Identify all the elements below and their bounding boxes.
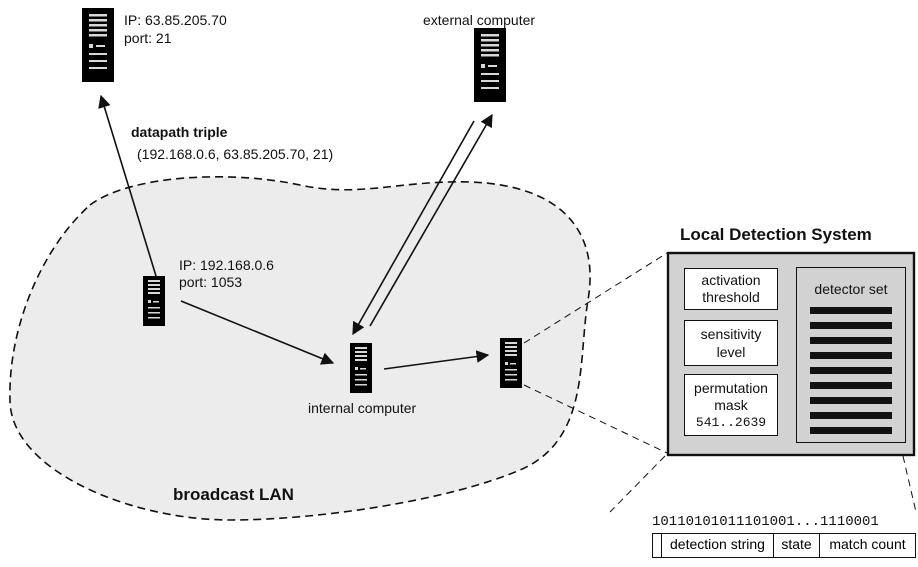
detector-record: detection string state match count [652, 533, 916, 558]
zoom-line-top [523, 252, 668, 344]
field-detection-string: detection string [661, 534, 774, 557]
client-port-label: port: 1053 [179, 274, 243, 290]
detector-set-box: detector set [796, 267, 906, 443]
detector-host-icon [500, 338, 522, 388]
server-icon [82, 8, 114, 82]
server-port-label: port: 21 [124, 30, 172, 46]
internal-computer-label: internal computer [308, 400, 417, 416]
field-state: state [774, 534, 820, 557]
detector-bars [810, 307, 892, 434]
client-computer-icon [143, 276, 165, 326]
sensitivity-label-1: sensitivity [700, 326, 762, 342]
zoom-line-record-left [609, 455, 666, 513]
arrow-client-to-internal [180, 300, 335, 365]
permutation-label-1: permutation [694, 380, 768, 396]
activation-label-1: activation [701, 272, 761, 288]
activation-label-2: threshold [702, 289, 760, 305]
server-ip-label: IP: 63.85.205.70 [124, 12, 227, 28]
lan-label: broadcast LAN [173, 485, 294, 504]
field-match-count: match count [829, 536, 906, 552]
detector-set-label: detector set [814, 281, 888, 297]
datapath-triple-value: (192.168.0.6, 63.85.205.70, 21) [137, 146, 334, 162]
permutation-mask-box: permutation mask 541..2639 [684, 374, 778, 436]
external-computer-label: external computer [423, 12, 536, 28]
lds-title: Local Detection System [680, 225, 872, 244]
arrow-external-to-internal [352, 120, 475, 336]
internal-computer-icon [350, 343, 372, 393]
external-computer-icon [474, 28, 506, 102]
detection-bits: 10110101011101001...1110001 [652, 514, 879, 530]
datapath-triple-title: datapath triple [131, 124, 228, 140]
sensitivity-level-box: sensitivity level [684, 320, 778, 366]
mask-value: 541..2639 [695, 415, 767, 430]
sensitivity-label-2: level [716, 344, 746, 360]
arrow-internal-to-detector [383, 350, 490, 370]
client-ip-label: IP: 192.168.0.6 [179, 257, 274, 273]
arrow-internal-to-external [369, 113, 493, 327]
zoom-line-bottom [523, 384, 668, 454]
arrow-client-to-server [98, 94, 157, 277]
permutation-label-2: mask [714, 397, 748, 413]
lan-region [9, 176, 591, 521]
zoom-line-record-right [902, 455, 917, 513]
activation-threshold-box: activation threshold [684, 268, 778, 310]
